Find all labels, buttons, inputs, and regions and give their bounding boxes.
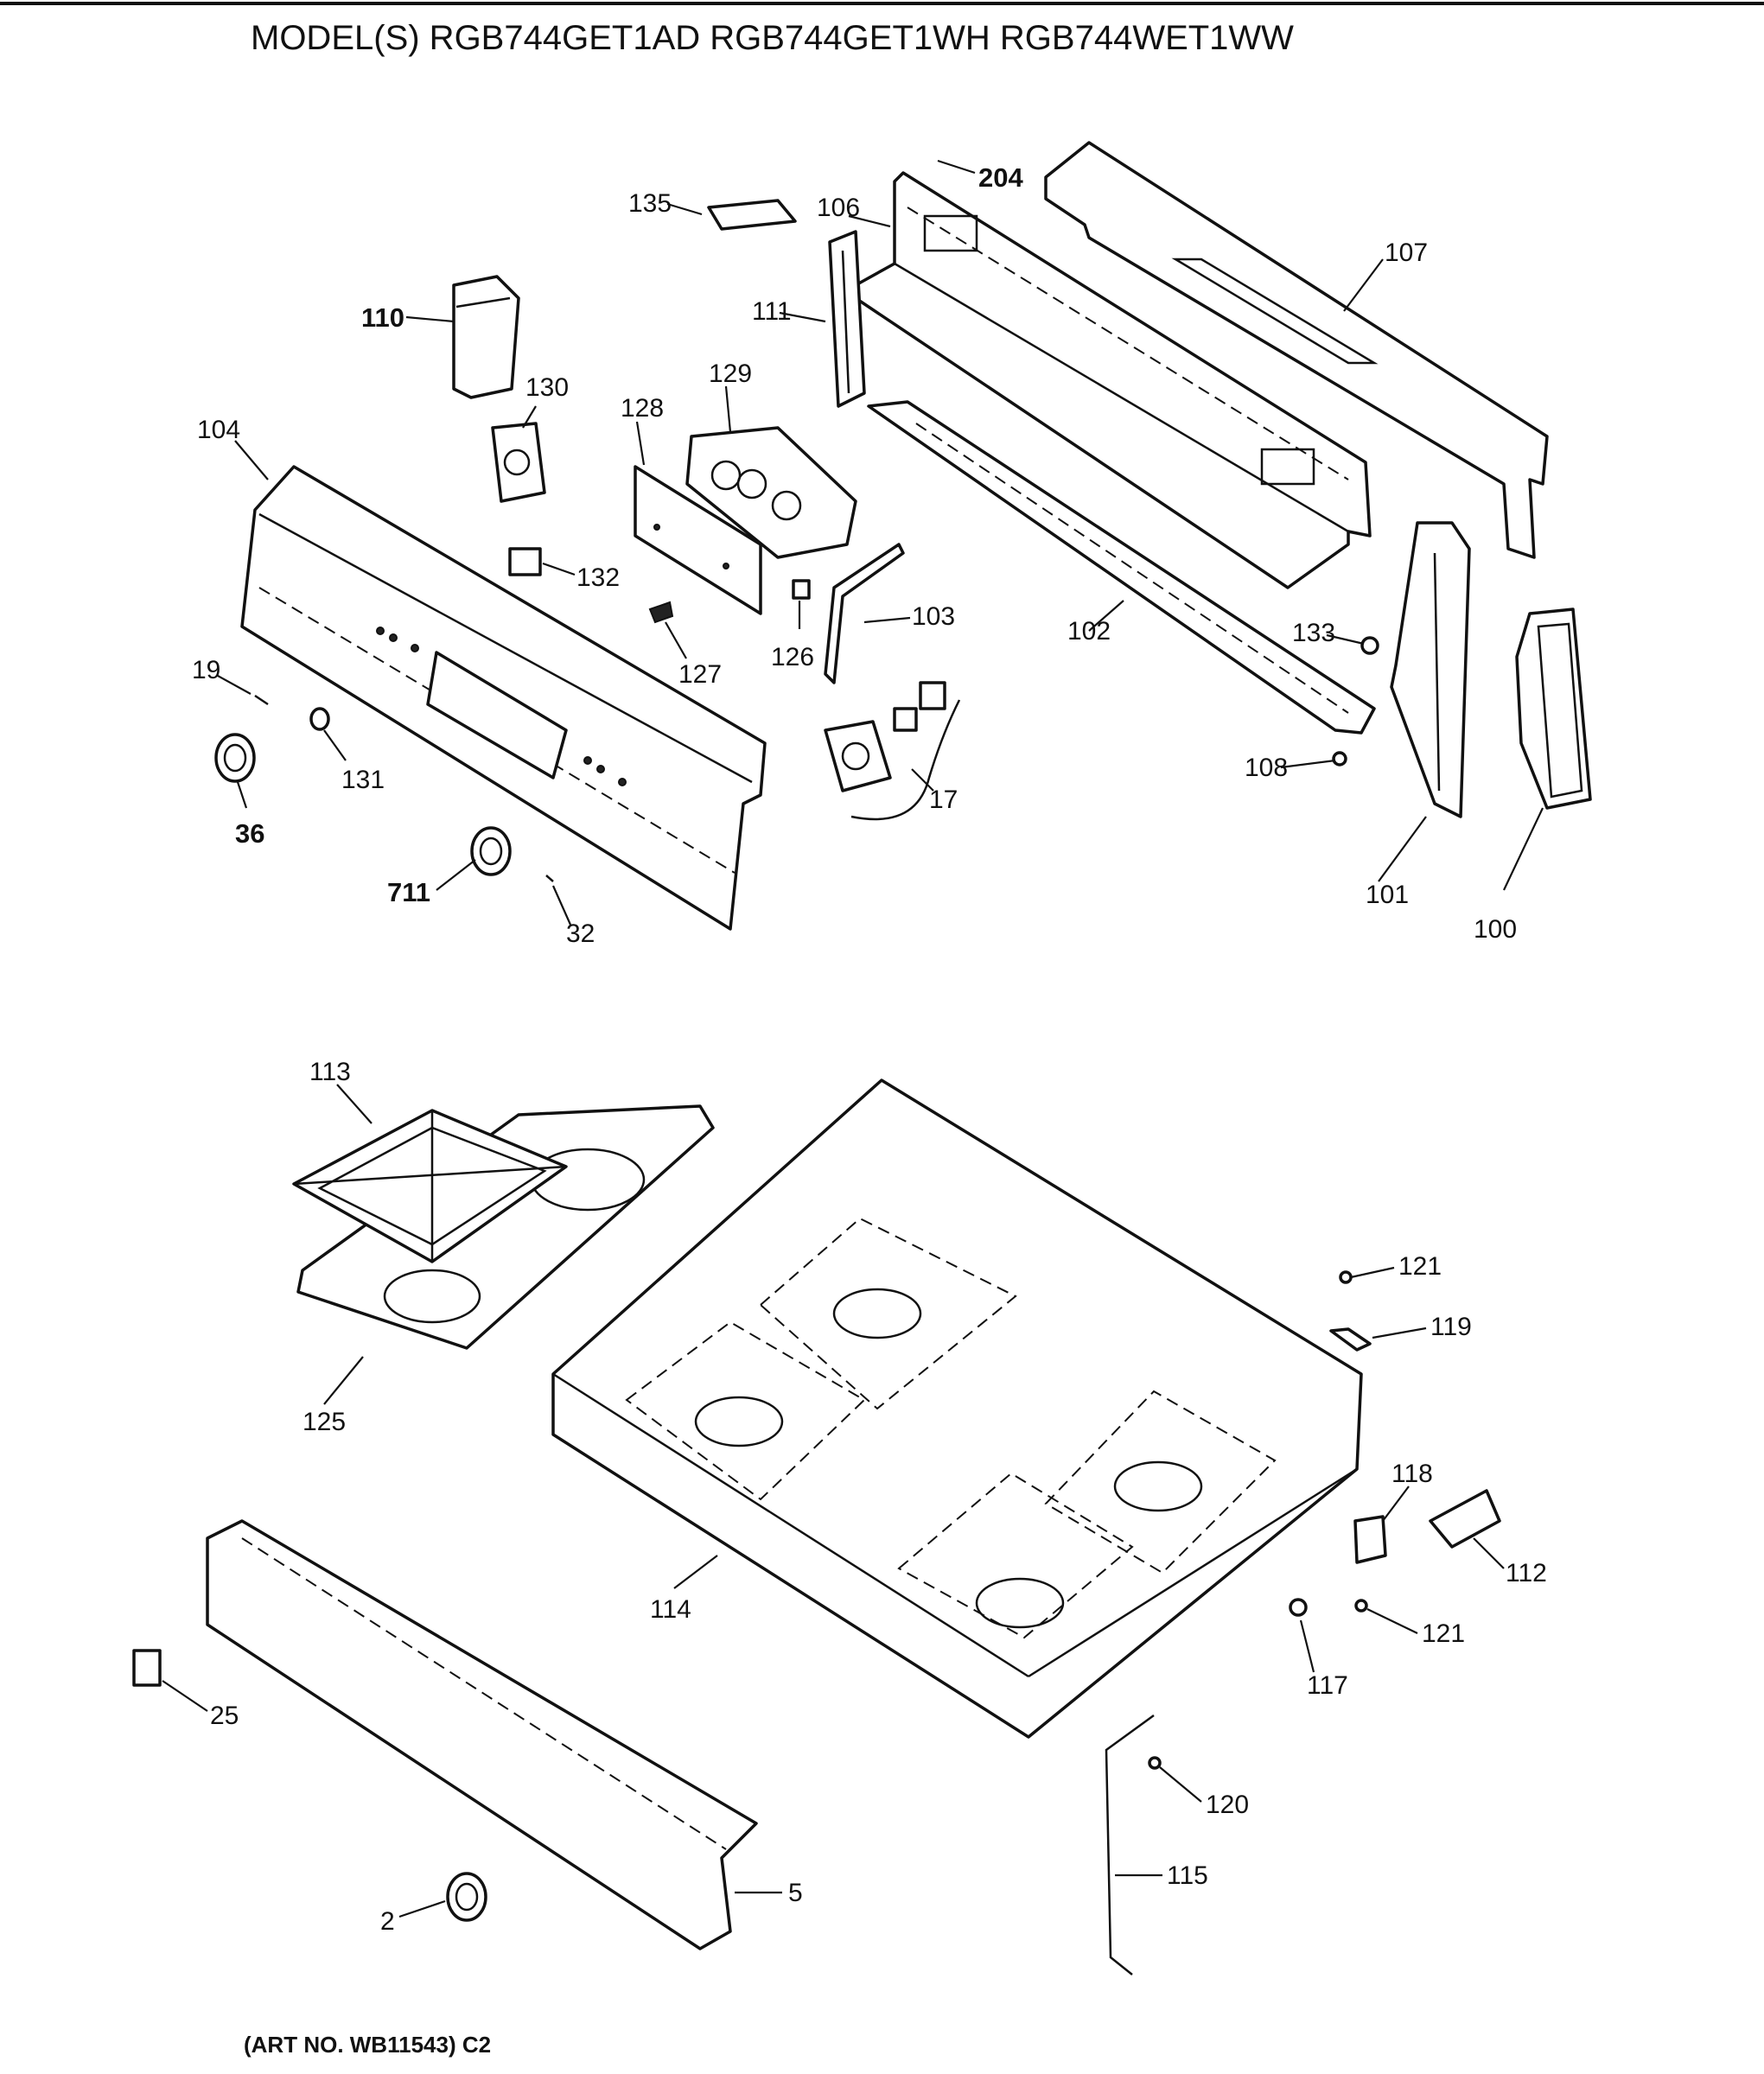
callout-103: 103 bbox=[912, 602, 955, 631]
part-2-knob bbox=[446, 1872, 487, 1922]
part-113-grate bbox=[292, 1109, 568, 1263]
part-5-manifold-panel bbox=[206, 1519, 758, 1950]
diagram-title: MODEL(S) RGB744GET1AD RGB744GET1WH RGB74… bbox=[251, 19, 1294, 57]
part-106-backguard bbox=[854, 171, 1372, 589]
callout-126: 126 bbox=[771, 643, 814, 671]
callout-120: 120 bbox=[1206, 1791, 1249, 1819]
callout-128: 128 bbox=[621, 394, 664, 423]
callout-110: 110 bbox=[361, 302, 404, 333]
part-114-cooktop bbox=[551, 1078, 1363, 1739]
callout-112: 112 bbox=[1506, 1559, 1547, 1587]
part-129-timer bbox=[685, 426, 857, 559]
callout-107: 107 bbox=[1385, 239, 1428, 267]
part-25-clip bbox=[132, 1649, 162, 1687]
part-130-switch bbox=[491, 422, 546, 503]
callout-106: 106 bbox=[817, 194, 860, 222]
callout-117: 117 bbox=[1307, 1671, 1348, 1700]
callout-114: 114 bbox=[650, 1595, 691, 1624]
callout-115: 115 bbox=[1167, 1861, 1208, 1890]
callout-131: 131 bbox=[341, 766, 385, 794]
part-127-clip bbox=[648, 601, 674, 624]
callout-2: 2 bbox=[380, 1907, 395, 1936]
part-111-bracket bbox=[828, 230, 866, 408]
part-32-screw bbox=[545, 875, 554, 882]
callout-102: 102 bbox=[1067, 617, 1111, 646]
callout-118: 118 bbox=[1391, 1460, 1433, 1488]
part-19-screw bbox=[254, 694, 269, 706]
callout-17: 17 bbox=[929, 786, 958, 814]
callout-121-upper: 121 bbox=[1398, 1252, 1442, 1281]
callout-101: 101 bbox=[1366, 881, 1409, 909]
part-107-rear-cover bbox=[1044, 141, 1549, 559]
callout-19: 19 bbox=[192, 656, 220, 684]
callout-132: 132 bbox=[576, 563, 620, 592]
callout-119: 119 bbox=[1430, 1313, 1472, 1341]
part-100-end-cap bbox=[1515, 608, 1592, 810]
part-120-screw bbox=[1148, 1756, 1162, 1770]
art-number: (ART NO. WB11543) C2 bbox=[244, 2032, 491, 2058]
part-102-trim bbox=[867, 400, 1376, 735]
part-135 bbox=[707, 199, 797, 231]
part-103-brace bbox=[824, 543, 905, 684]
part-118-bracket bbox=[1353, 1515, 1387, 1564]
part-101-side-support bbox=[1390, 521, 1471, 818]
callout-711: 711 bbox=[387, 877, 430, 907]
part-132-switch bbox=[508, 547, 542, 576]
part-131-cap bbox=[309, 707, 330, 731]
part-117-grommet bbox=[1289, 1598, 1308, 1617]
callout-127: 127 bbox=[678, 660, 722, 689]
part-110-transformer bbox=[452, 275, 520, 399]
part-115-rod bbox=[1105, 1714, 1155, 1975]
callout-111: 111 bbox=[752, 297, 792, 326]
callout-130: 130 bbox=[525, 373, 569, 402]
part-125-burner-pan bbox=[296, 1104, 715, 1350]
callout-133: 133 bbox=[1292, 619, 1335, 647]
callout-25: 25 bbox=[210, 1702, 239, 1730]
part-121-screw-b bbox=[1354, 1599, 1368, 1613]
part-112-clip bbox=[1429, 1489, 1501, 1549]
callout-100: 100 bbox=[1474, 915, 1517, 944]
part-36-knob bbox=[214, 733, 256, 783]
callout-129: 129 bbox=[709, 359, 752, 388]
part-119-bracket bbox=[1329, 1327, 1372, 1352]
callout-135: 135 bbox=[628, 189, 672, 218]
part-128-plate bbox=[634, 465, 762, 615]
part-133-washer bbox=[1360, 636, 1379, 655]
leader-lines bbox=[162, 159, 1544, 1918]
part-104-control-panel bbox=[240, 465, 767, 931]
callout-5: 5 bbox=[788, 1879, 803, 1907]
part-126-clip bbox=[792, 579, 811, 600]
part-711-knob bbox=[470, 826, 512, 876]
callout-32: 32 bbox=[566, 919, 595, 948]
callout-104: 104 bbox=[197, 416, 240, 444]
callout-204: 204 bbox=[978, 162, 1023, 193]
part-121-screw-a bbox=[1339, 1270, 1353, 1284]
part-17-thermostat bbox=[824, 681, 961, 821]
part-108-screw bbox=[1332, 751, 1347, 767]
callout-121-lower: 121 bbox=[1422, 1619, 1465, 1648]
callout-113: 113 bbox=[309, 1058, 351, 1086]
callout-125: 125 bbox=[302, 1408, 346, 1436]
callout-108: 108 bbox=[1245, 754, 1288, 782]
callout-36: 36 bbox=[235, 818, 264, 849]
